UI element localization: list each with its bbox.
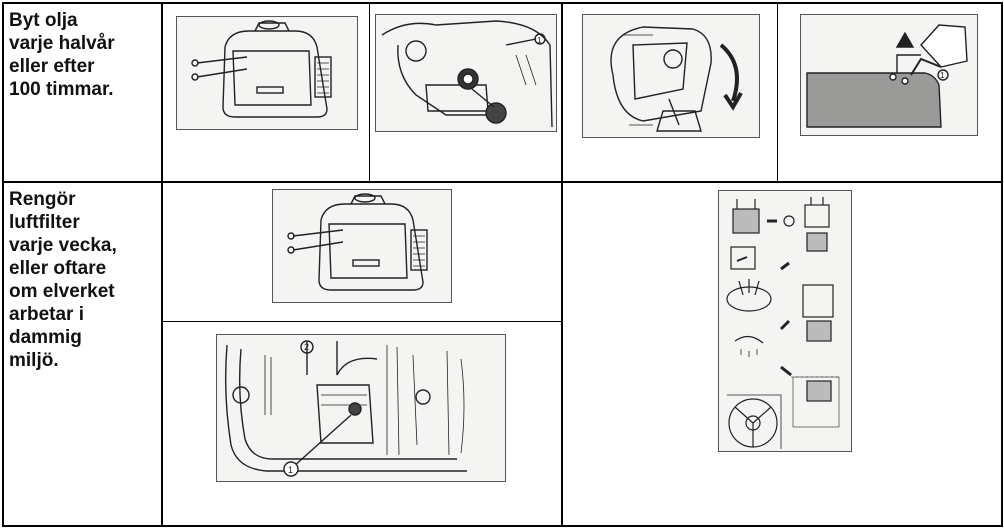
oil-change-instruction: Byt olja varje halvår eller efter 100 ti… bbox=[9, 9, 159, 101]
column-divider-row1-a bbox=[369, 2, 370, 182]
air-filter-cover-icon: 2 1 bbox=[216, 334, 506, 482]
column-divider-text bbox=[161, 2, 163, 527]
column-divider-row1-b bbox=[777, 2, 778, 182]
table-border-top bbox=[2, 2, 1003, 4]
svg-text:1: 1 bbox=[940, 71, 945, 80]
tilt-drain-icon bbox=[582, 14, 760, 138]
table-border-bottom bbox=[2, 525, 1003, 527]
oil-plug-icon: 1 bbox=[375, 14, 557, 132]
table-border-left bbox=[2, 2, 4, 527]
generator-front-icon bbox=[176, 16, 358, 130]
oil-fill-icon: 1 bbox=[800, 14, 978, 136]
column-divider-middle bbox=[561, 2, 563, 527]
cell-divider-row2 bbox=[162, 321, 562, 322]
air-filter-instruction: Rengör luftfilter varje vecka, eller oft… bbox=[9, 188, 159, 372]
generator-front-icon bbox=[272, 189, 452, 303]
filter-cleaning-steps-icon bbox=[718, 190, 852, 452]
callout-two: 2 bbox=[304, 342, 309, 352]
table-border-right bbox=[1001, 2, 1003, 527]
callout-one: 1 bbox=[537, 36, 542, 45]
svg-text:1: 1 bbox=[288, 465, 293, 475]
table-row-divider bbox=[2, 181, 1003, 183]
